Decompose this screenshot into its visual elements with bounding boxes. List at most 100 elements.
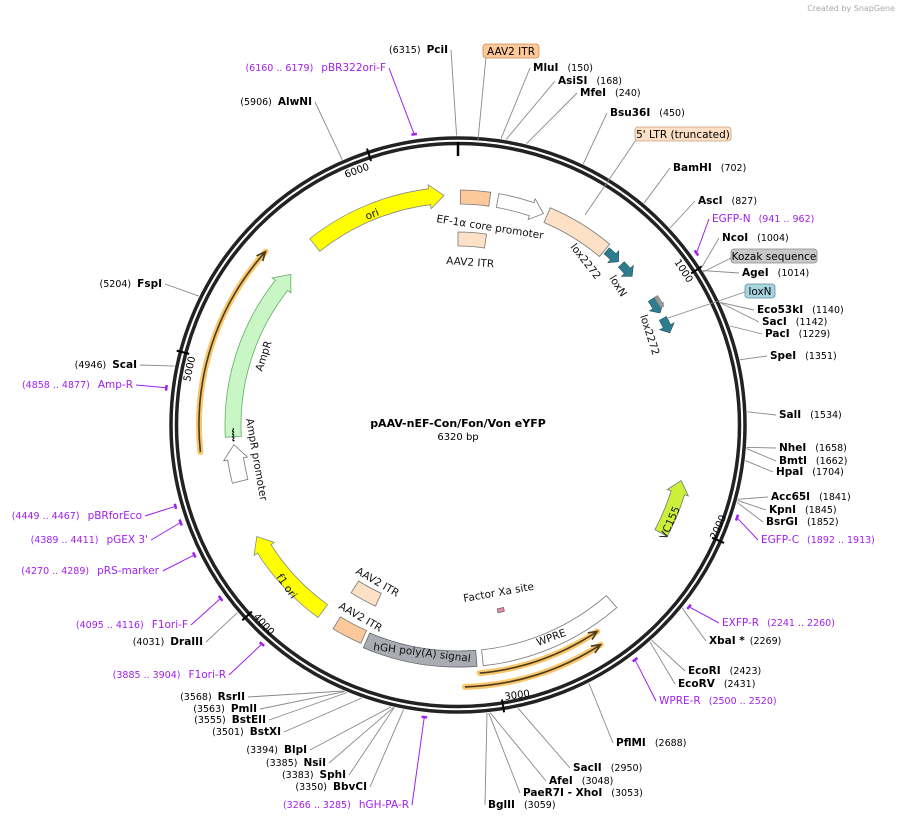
aav2-itr-inner-bottom[interactable] [350,580,382,607]
site-bstxi[interactable]: (3501)BstXI [212,697,362,738]
site-sali[interactable]: SalI(1534) [747,409,842,421]
ltr-feature[interactable] [543,207,611,258]
site-alwni[interactable]: (5906)AlwNI [240,96,343,160]
primer-arc-wpre-1[interactable] [476,628,601,677]
site-paer7i-xhoi[interactable]: PaeR7I - XhoI(3053) [488,712,643,799]
site-sacii[interactable]: SacII(2950) [517,707,642,774]
site-label: (3563)PmlI [193,703,257,715]
primer-mark [411,132,418,136]
site-fspi[interactable]: (5204)FspI [100,278,199,297]
site-sphi[interactable]: (3383)SphI [282,707,395,781]
backbone-outer [169,136,747,714]
site-afei[interactable]: AfeI(3048) [489,712,613,787]
site-paci[interactable]: PacI(1229) [729,325,830,340]
site-bsu36i[interactable]: Bsu36I(450) [582,107,685,165]
leader-line [488,712,521,794]
leader-line [736,517,759,541]
loxn-label: loxN [606,273,628,299]
leader-line [702,270,740,274]
aav2-itr-box[interactable]: AAV2 ITR [477,43,540,141]
ampr-promoter-arrow[interactable] [222,443,249,484]
primer-amp-r[interactable]: (4858 .. 4877)Amp-R [22,379,168,391]
site-label: SacI(1142) [762,316,827,328]
kozak-box-label: Kozak sequence [732,251,817,263]
primer-f1ori-f[interactable]: (4095 .. 4116)F1ori-F [76,595,224,631]
site-label: (4031)DraIII [133,636,203,648]
site-blpi[interactable]: (3394)BlpI [246,706,392,756]
site-kpni[interactable]: KpnI(1845) [737,499,837,516]
primer-egfp-c[interactable]: EGFP-C(1892 .. 1913) [734,514,875,546]
primer-prs-marker[interactable]: (4270 .. 4289)pRS-marker [21,551,197,577]
vc155-arrow[interactable] [654,480,690,537]
ori-label: ori [364,207,381,223]
primer-pbr322ori-f[interactable]: (6160 .. 6179)pBR322ori-F [245,62,418,136]
aav2-itr-feature-1[interactable] [459,189,492,207]
leader-line [746,446,777,449]
ltr-box[interactable]: 5' LTR (truncated) [584,126,732,216]
site-eco53ki[interactable]: Eco53kI(1140) [720,301,844,316]
site-hpai[interactable]: HpaI(1704) [745,460,844,478]
primer-arrowhead [590,643,603,654]
site-nhei[interactable]: NheI(1658) [746,442,847,454]
site-acc65i[interactable]: Acc65I(1841) [737,491,851,503]
loxn-arrow[interactable] [618,261,634,277]
primer-hgh-pa-r[interactable]: (3266 .. 3285)hGH-PA-R [283,715,428,811]
site-pcii[interactable]: (6315)PciI [389,44,458,136]
site-label: (3383)SphI [282,769,346,781]
site-bsteii[interactable]: (3555)BstEII [194,692,348,727]
site-nsii[interactable]: (3385)NsiI [266,706,395,769]
site-bmti[interactable]: BmtI(1662) [746,448,848,467]
site-mlui[interactable]: MluI(150) [500,62,593,139]
site-xbai[interactable]: XbaI *(2269) [681,607,781,647]
site-asisi[interactable]: AsiSI(168) [505,75,622,140]
lox2272-arrow-1[interactable] [603,247,620,263]
wpre-feature[interactable] [481,595,618,667]
ampr-arrow[interactable] [224,273,292,438]
site-ncoi[interactable]: NcoI(1004) [700,232,789,269]
hgh-polya-feature[interactable] [362,632,478,668]
site-label: (3385)NsiI [266,757,326,769]
site-agei[interactable]: AgeI(1014) [702,267,809,279]
primer-pbrforeco[interactable]: (4449 .. 4467)pBRforEco [12,503,178,522]
primer-pgex-3[interactable]: (4389 .. 4411)pGEX 3' [31,519,183,547]
site-draiii[interactable]: (4031)DraIII [133,612,238,648]
lox2272-arrow-3[interactable] [658,316,675,334]
leader-line [144,505,176,517]
aav2-itr-inner-top[interactable] [457,231,487,249]
site-pmli[interactable]: (3563)PmlI [193,691,346,715]
leader-line [584,139,637,216]
site-label: BmtI(1662) [779,455,847,467]
factor-xa-site[interactable] [496,607,505,614]
ori-arrow[interactable] [309,183,445,252]
site-asci[interactable]: AscI(827) [669,195,757,229]
site-bglii[interactable]: BglII(3059) [484,712,556,811]
primer-wpre-r[interactable]: WPRE-R(2500 .. 2520) [631,656,777,707]
aav2-itr-outer-bottom[interactable] [332,616,368,644]
site-scai[interactable]: (4946)ScaI [75,359,175,371]
loxn-box[interactable]: loxN [667,283,776,319]
site-rsrii[interactable]: (3568)RsrII [180,690,344,703]
site-mfei[interactable]: MfeI(240) [526,87,641,145]
kozak-box[interactable]: Kozak sequence [702,248,818,273]
primer-mark [191,551,197,558]
aav2-itr-box-bg [482,43,540,59]
leader-line [500,67,531,139]
primer-arc-wpre-2[interactable] [461,641,604,690]
site-ecori[interactable]: EcoRI(2423) [651,639,762,677]
f1-ori-arrow[interactable] [253,535,329,619]
leader-line [505,80,556,140]
primer-egfp-n[interactable]: EGFP-N(941 .. 962) [693,213,815,257]
site-bamhi[interactable]: BamHI(702) [643,162,746,204]
site-pflmi[interactable]: PflMI(2688) [588,683,687,749]
primer-arc-amp[interactable] [195,248,269,456]
site-saci[interactable]: SacI(1142) [720,302,828,328]
primer-exfp-r[interactable]: EXFP-R(2241 .. 2260) [686,603,835,629]
site-bbvci[interactable]: (3350)BbvCI [295,709,405,793]
site-ecorv[interactable]: EcoRV(2431) [649,641,756,690]
leader-line [669,200,696,229]
primer-f1ori-r[interactable]: (3885 .. 3904)F1ori-R [113,641,265,681]
leader-line [634,659,657,702]
site-bsrgi[interactable]: BsrGI(1852) [736,501,839,528]
site-spei[interactable]: SpeI(1351) [739,350,837,362]
ef1a-promoter-arrow[interactable] [495,193,544,221]
